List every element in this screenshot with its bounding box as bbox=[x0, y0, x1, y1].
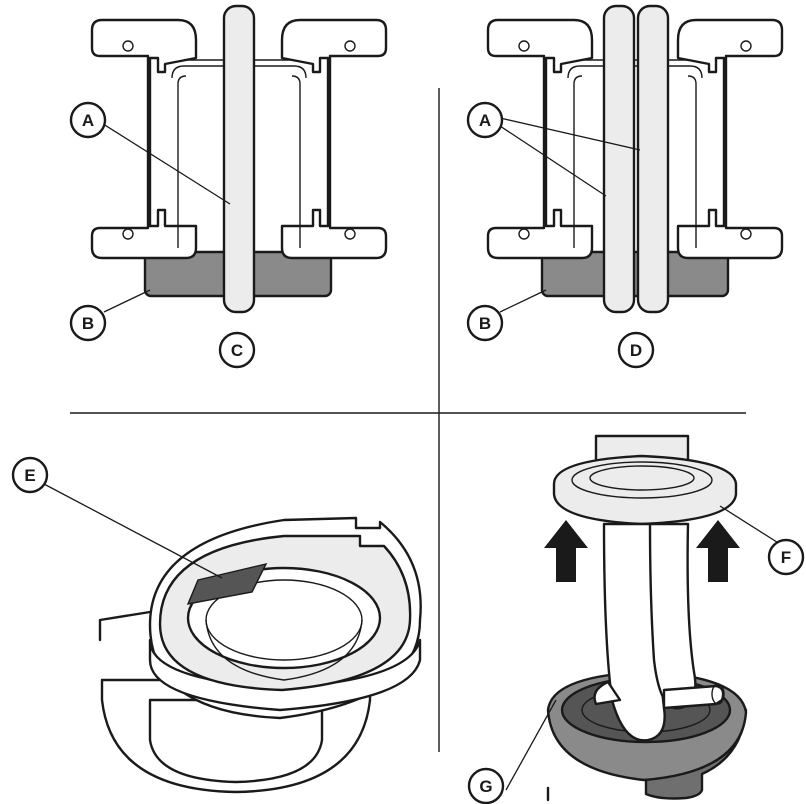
svg-text:E: E bbox=[24, 466, 35, 485]
panel-double-tube bbox=[486, 4, 784, 314]
callout-g: G bbox=[467, 767, 505, 804]
panel-single-tube bbox=[90, 4, 388, 314]
callout-e: E bbox=[11, 456, 49, 494]
svg-text:A: A bbox=[82, 111, 94, 130]
arrow-up-icon-right bbox=[696, 520, 740, 582]
callout-b-left: B bbox=[69, 304, 107, 342]
callout-f: F bbox=[767, 538, 805, 576]
svg-text:G: G bbox=[479, 777, 492, 796]
callout-d: D bbox=[617, 331, 655, 369]
callout-a-right: A bbox=[466, 101, 504, 139]
svg-text:C: C bbox=[231, 341, 243, 360]
seal-marker-strip bbox=[186, 562, 268, 605]
right-bracket bbox=[280, 18, 388, 260]
tube-single bbox=[222, 4, 256, 314]
callout-b-right: B bbox=[466, 304, 504, 342]
left-bracket bbox=[90, 18, 198, 260]
tube-left bbox=[602, 4, 636, 314]
callout-c: C bbox=[218, 331, 256, 369]
panel-seal-ring bbox=[43, 483, 422, 794]
arrow-up-icon bbox=[544, 520, 588, 582]
svg-text:B: B bbox=[479, 314, 491, 333]
svg-text:A: A bbox=[479, 111, 491, 130]
svg-text:B: B bbox=[82, 314, 94, 333]
svg-text:D: D bbox=[630, 341, 642, 360]
callout-a-left: A bbox=[69, 101, 107, 139]
panel-seal-removal bbox=[505, 434, 781, 802]
tube-right bbox=[636, 4, 670, 314]
right-bracket-right-panel bbox=[676, 18, 784, 260]
svg-text:F: F bbox=[781, 548, 791, 567]
left-bracket-right-panel bbox=[486, 18, 594, 260]
